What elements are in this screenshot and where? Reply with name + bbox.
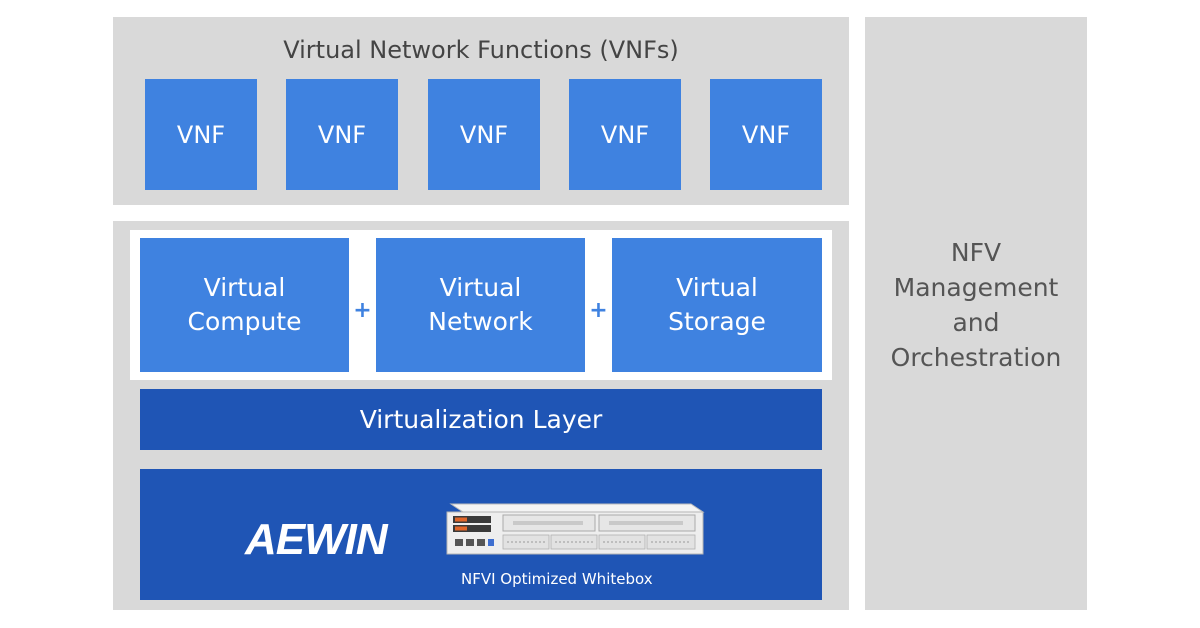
vnf-box-2: VNF (286, 79, 398, 190)
virtual-compute-line1: Virtual (203, 273, 286, 302)
vnf-box-3: VNF (428, 79, 540, 190)
plus-sign-1: + (353, 297, 372, 323)
virtual-network-line1: Virtual (439, 273, 522, 302)
virtual-compute-box: Virtual Compute (140, 238, 349, 372)
mano-panel (865, 17, 1087, 610)
vnf-box-5: VNF (710, 79, 822, 190)
virtual-storage-line2: Storage (668, 307, 766, 336)
virtual-storage-box: Virtual Storage (612, 238, 822, 372)
virtual-network-box: Virtual Network (376, 238, 585, 372)
mano-line-2: Management (893, 273, 1059, 302)
virtual-compute-line2: Compute (187, 307, 302, 336)
virtual-storage-line1: Virtual (676, 273, 758, 302)
aewin-logo: AEWIN (245, 515, 388, 564)
mano-label: NFV Management and Orchestration (865, 230, 1087, 380)
vnf-box-1: VNF (145, 79, 257, 190)
mano-line-1: NFV (950, 238, 1002, 267)
virtual-network-line2: Network (428, 307, 533, 336)
virtualization-layer-bar: Virtualization Layer (140, 389, 822, 450)
vnf-box-4: VNF (569, 79, 681, 190)
whitebox-server-icon (446, 503, 705, 555)
whitebox-caption: NFVI Optimized Whitebox (461, 570, 653, 588)
plus-sign-2: + (589, 297, 608, 323)
vnf-panel-title: Virtual Network Functions (VNFs) (283, 36, 679, 64)
mano-line-3: and (952, 308, 1000, 337)
mano-line-4: Orchestration (890, 343, 1062, 372)
